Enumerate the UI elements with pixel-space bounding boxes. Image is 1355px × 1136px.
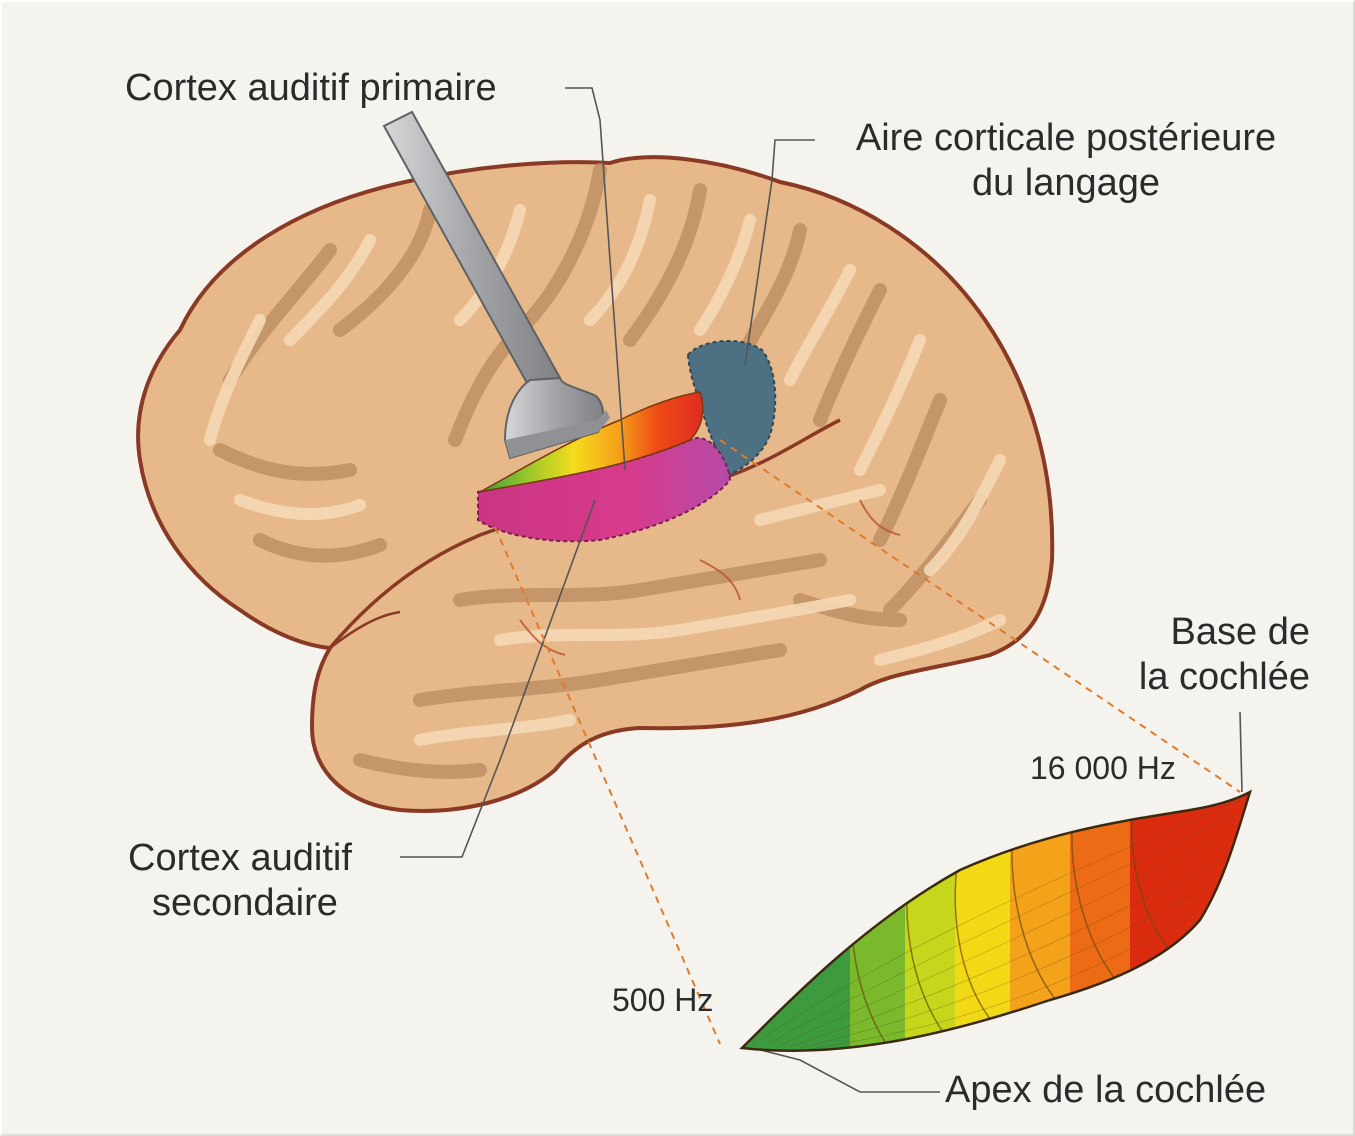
label-posterior-line1: Aire corticale postérieure (820, 116, 1312, 161)
label-frequency-high: 16 000 Hz (1030, 750, 1176, 788)
label-posterior-line2: du langage (820, 161, 1312, 206)
label-cochlea-base: Base de la cochlée (1090, 610, 1310, 700)
label-secondary-auditory-cortex: Cortex auditif secondaire (128, 836, 352, 926)
label-base-line1: Base de (1090, 610, 1310, 655)
label-base-line2: la cochlée (1090, 655, 1310, 700)
cochlea (730, 780, 1260, 1070)
label-frequency-low: 500 Hz (612, 982, 713, 1020)
label-cochlea-apex: Apex de la cochlée (945, 1068, 1266, 1113)
label-secondary-line2: secondaire (128, 881, 352, 926)
label-posterior-language-area: Aire corticale postérieure du langage (820, 116, 1312, 206)
label-secondary-line1: Cortex auditif (128, 836, 352, 881)
label-primary-auditory-cortex: Cortex auditif primaire (125, 66, 497, 111)
